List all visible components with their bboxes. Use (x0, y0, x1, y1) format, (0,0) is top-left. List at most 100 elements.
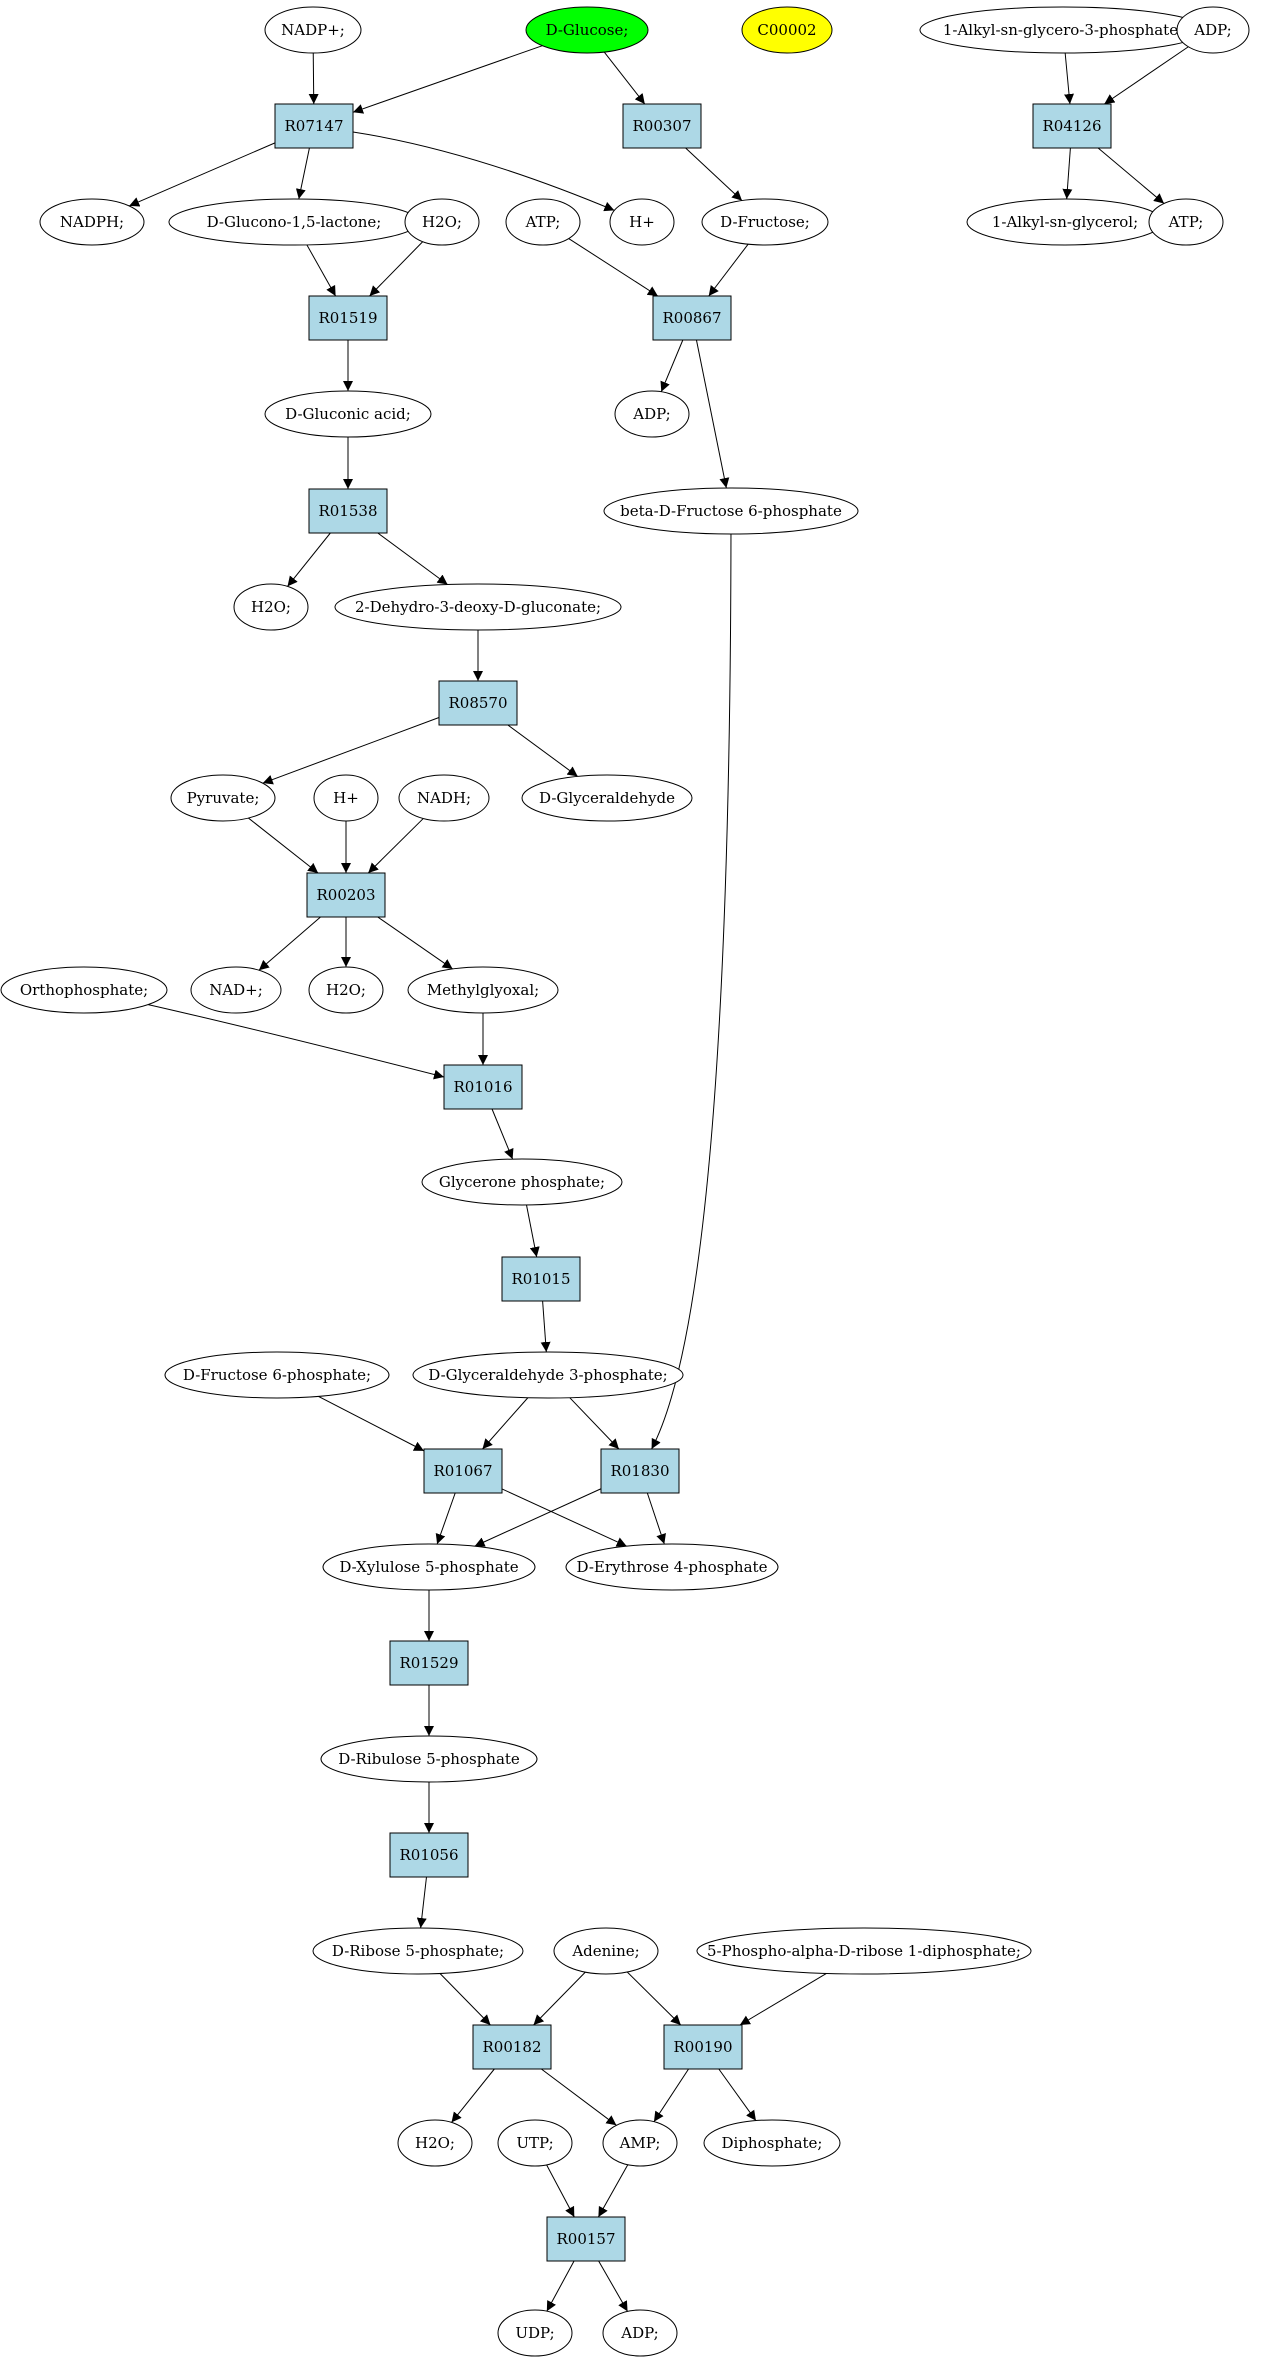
metabolite-ellipse (404, 198, 480, 246)
node-label: NADH; (417, 789, 471, 807)
metabolite-node-h2o_4: H2O; (397, 2119, 473, 2167)
reaction-node-r01016: R01016 (443, 1064, 523, 1110)
edge-glucose-to-r00307 (603, 51, 646, 105)
node-label: H+ (333, 789, 359, 807)
edge-r00190-to-amp (653, 2068, 689, 2122)
node-label: ADP; (632, 405, 670, 423)
edge-r00157-to-udp (546, 2260, 575, 2312)
metabolite-node-glyceraldehyde: D-Glyceraldehyde (521, 774, 693, 822)
metabolite-node-prpp: 5-Phospho-alpha-D-ribose 1-diphosphate; (696, 1927, 1032, 1975)
node-label: R01056 (399, 1846, 458, 1864)
edge-r04126-to-alkylg (1062, 147, 1073, 200)
reaction-node-r08570: R08570 (438, 680, 518, 726)
metabolite-node-glucose: D-Glucose; (525, 6, 649, 54)
node-label: R00157 (556, 2230, 615, 2248)
metabolite-ellipse (703, 2119, 841, 2167)
node-label: H2O; (326, 981, 366, 999)
edge-nadp-to-r07147 (308, 52, 319, 105)
node-label: AMP; (619, 2134, 661, 2152)
edge-r00867-to-bfru6p (695, 339, 730, 489)
edge-r07147-to-hplus_1 (352, 131, 615, 212)
node-label: ATP; (1168, 213, 1204, 231)
edge-r5p-to-r00182 (439, 1973, 491, 2026)
reaction-box (546, 2216, 626, 2262)
edge-glucose-to-r07147 (352, 45, 543, 114)
edge-r08570-to-pyruvate (262, 717, 440, 785)
edge-r01056-to-r5p (416, 1876, 427, 1929)
edge-r08570-to-glyceraldehyde (507, 724, 578, 777)
node-label: NAD+; (209, 981, 263, 999)
metabolite-node-pyruvate: Pyruvate; (170, 774, 276, 822)
reaction-box (443, 1064, 523, 1110)
metabolite-node-adp_2: ADP; (602, 2309, 678, 2357)
metabolite-ellipse (334, 583, 622, 631)
node-label: UTP; (516, 2134, 553, 2152)
node-label: C00002 (757, 21, 816, 39)
metabolite-ellipse (521, 774, 693, 822)
metabolite-node-hplus_1: H+ (609, 198, 675, 246)
reaction-node-r00203: R00203 (306, 872, 386, 918)
edge-r00190-to-diphosphate (718, 2068, 757, 2121)
metabolite-node-atp_1: ATP; (505, 198, 581, 246)
metabolite-node-gluconic: D-Gluconic acid; (264, 390, 432, 438)
edges-layer (128, 45, 1189, 2312)
metabolite-ellipse (553, 1927, 659, 1975)
metabolite-ellipse (741, 6, 833, 54)
metabolite-node-nadplus: NAD+; (190, 966, 282, 1014)
edge-r01016-to-dhap (491, 1108, 514, 1160)
metabolite-node-g3p: D-Glyceraldehyde 3-phosphate; (412, 1351, 684, 1399)
reaction-node-r01538: R01538 (308, 488, 388, 534)
metabolite-node-h2o_3: H2O; (308, 966, 384, 1014)
edge-prpp-to-r00190 (739, 1972, 827, 2026)
node-label: ADP; (1193, 21, 1231, 39)
edge-r00157-to-adp_2 (598, 2260, 628, 2312)
node-label: 1-Alkyl-sn-glycerol; (992, 213, 1138, 231)
node-label: R01529 (399, 1654, 458, 1672)
edge-g3p-to-r01830 (569, 1397, 620, 1450)
node-label: 2-Dehydro-3-deoxy-D-gluconate; (355, 598, 601, 616)
metabolite-ellipse (525, 6, 649, 54)
node-label: R01067 (433, 1462, 492, 1480)
edge-fructose-to-r00867 (708, 243, 749, 297)
node-label: R01015 (511, 1270, 570, 1288)
metabolite-node-adenine: Adenine; (553, 1927, 659, 1975)
edge-g3p-to-r01067 (482, 1397, 529, 1450)
edge-f6p-to-r01067 (318, 1395, 425, 1452)
reaction-node-r00867: R00867 (652, 295, 732, 341)
node-label: D-Xylulose 5-phosphate (339, 1558, 518, 1576)
metabolite-node-h2o_2: H2O; (233, 583, 309, 631)
metabolite-node-fructose: D-Fructose; (701, 198, 829, 246)
reaction-node-r00157: R00157 (546, 2216, 626, 2262)
reaction-box (622, 103, 702, 149)
metabolite-ellipse (313, 774, 379, 822)
metabolite-ellipse (412, 1351, 684, 1399)
metabolite-ellipse (190, 966, 282, 1014)
metabolite-ellipse (1148, 198, 1224, 246)
node-label: R01016 (453, 1078, 512, 1096)
reaction-node-r04126: R04126 (1032, 103, 1112, 149)
metabolite-ellipse (602, 2119, 678, 2167)
node-label: R00203 (316, 886, 375, 904)
reaction-box (1032, 103, 1112, 149)
metabolite-ellipse (397, 2119, 473, 2167)
metabolite-node-e4p: D-Erythrose 4-phosphate (565, 1543, 779, 1591)
metabolite-ellipse (609, 198, 675, 246)
reaction-node-r00307: R00307 (622, 103, 702, 149)
node-label: D-Gluconic acid; (285, 405, 411, 423)
node-label: D-Glucose; (546, 21, 629, 39)
node-label: D-Fructose; (720, 213, 810, 231)
metabolite-node-alkylgp: 1-Alkyl-sn-glycero-3-phosphate; (919, 6, 1207, 54)
metabolite-node-atp_2: ATP; (1148, 198, 1224, 246)
node-label: D-Glyceraldehyde 3-phosphate; (428, 1366, 667, 1384)
metabolite-ellipse (696, 1927, 1032, 1975)
metabolite-ellipse (39, 198, 145, 246)
node-label: H2O; (415, 2134, 455, 2152)
edge-r00182-to-h2o_4 (451, 2068, 495, 2123)
metabolite-node-utp: UTP; (497, 2119, 573, 2167)
node-label: R04126 (1042, 117, 1101, 135)
node-label: 5-Phospho-alpha-D-ribose 1-diphosphate; (707, 1942, 1021, 1960)
reaction-box (274, 103, 354, 149)
node-label: NADPH; (60, 213, 124, 231)
metabolite-ellipse (264, 390, 432, 438)
